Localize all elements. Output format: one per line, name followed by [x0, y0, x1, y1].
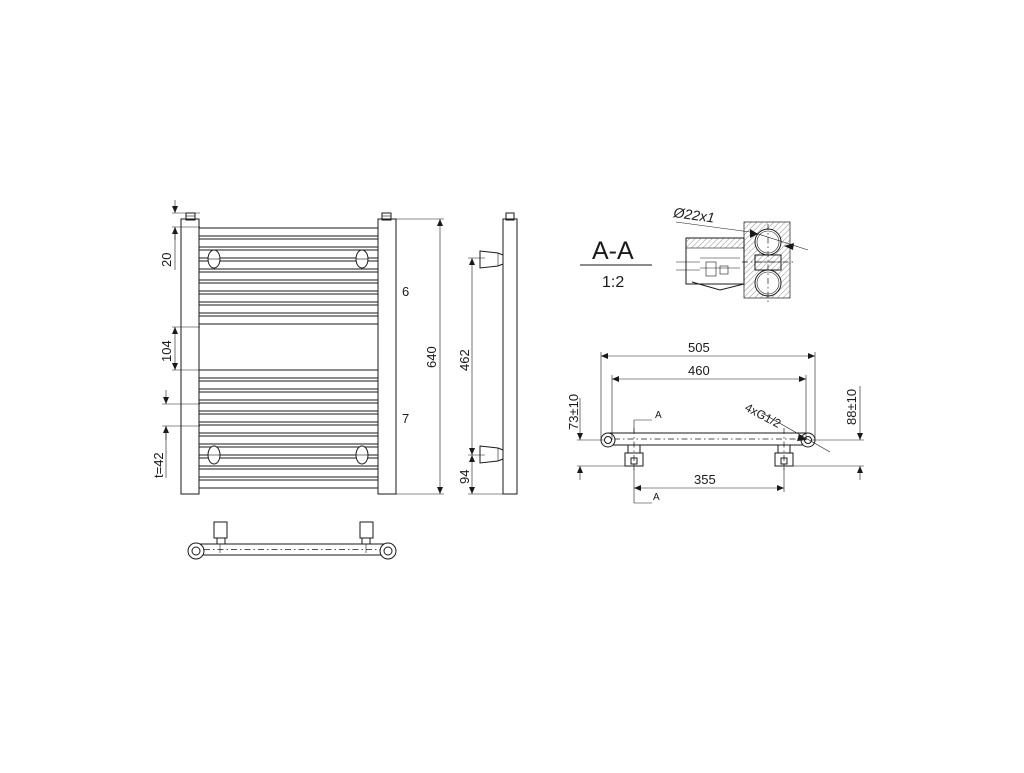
thread-label: 4xG1/2 [743, 400, 784, 431]
radiator-tube [198, 391, 379, 401]
dim-total-height: 640 [424, 346, 439, 368]
cut-marker-top: A [655, 410, 662, 421]
side-bracket-top [479, 250, 504, 269]
wall-bracket [213, 521, 228, 539]
tube-group-bottom [198, 369, 379, 489]
radiator-tube [198, 479, 379, 489]
plan-view [187, 521, 397, 560]
tube-group-top [198, 227, 379, 325]
side-bracket-bottom [479, 445, 504, 464]
radiator-tube [198, 435, 379, 445]
radiator-tube [198, 315, 379, 325]
dim-overall-width: 505 [688, 340, 710, 355]
dim-top-offset: 20 [159, 253, 174, 267]
radiator-tube [198, 282, 379, 292]
pipe-diameter-label: Ø22x1 [672, 204, 716, 226]
label-tube-count-bottom: 7 [402, 411, 409, 426]
dim-axis-width: 460 [688, 363, 710, 378]
dim-gap: 104 [159, 340, 174, 362]
radiator-tube [198, 380, 379, 390]
side-view: 462 94 [457, 212, 518, 495]
bottom-dimension-view: 505 460 355 A A 73±10 88±10 4xG [566, 340, 864, 504]
section-scale: 1:2 [602, 274, 624, 291]
radiator-tube [198, 260, 379, 270]
radiator-tube [198, 238, 379, 248]
side-collector [502, 218, 518, 495]
radiator-tube [198, 271, 379, 281]
left-collector [180, 218, 200, 495]
dim-left-depth: 73±10 [566, 394, 581, 430]
radiator-tube [198, 293, 379, 303]
dim-bracket-spacing: 462 [457, 349, 472, 371]
wall-bracket [359, 521, 374, 539]
radiator-tube [198, 402, 379, 412]
dim-connection-spacing: 355 [694, 472, 716, 487]
label-tube-count-top: 6 [402, 284, 409, 299]
radiator-tube [198, 413, 379, 423]
dim-right-depth: 88±10 [844, 389, 859, 425]
radiator-tube [198, 457, 379, 467]
section-a-a: A-A 1:2 Ø22x1 [580, 204, 809, 302]
radiator-tube [198, 468, 379, 478]
front-view: 20 104 t=42 640 6 7 [151, 200, 444, 495]
radiator-tube [198, 446, 379, 456]
dim-tube-spacing: t=42 [151, 452, 166, 478]
radiator-tube [198, 227, 379, 237]
radiator-tube [198, 369, 379, 379]
radiator-tube [198, 304, 379, 314]
right-collector [377, 218, 397, 495]
radiator-tube [198, 424, 379, 434]
radiator-tube [198, 249, 379, 259]
cut-marker-bottom: A [653, 492, 660, 503]
dim-bottom-offset: 94 [457, 470, 472, 484]
section-title: A-A [592, 237, 634, 265]
